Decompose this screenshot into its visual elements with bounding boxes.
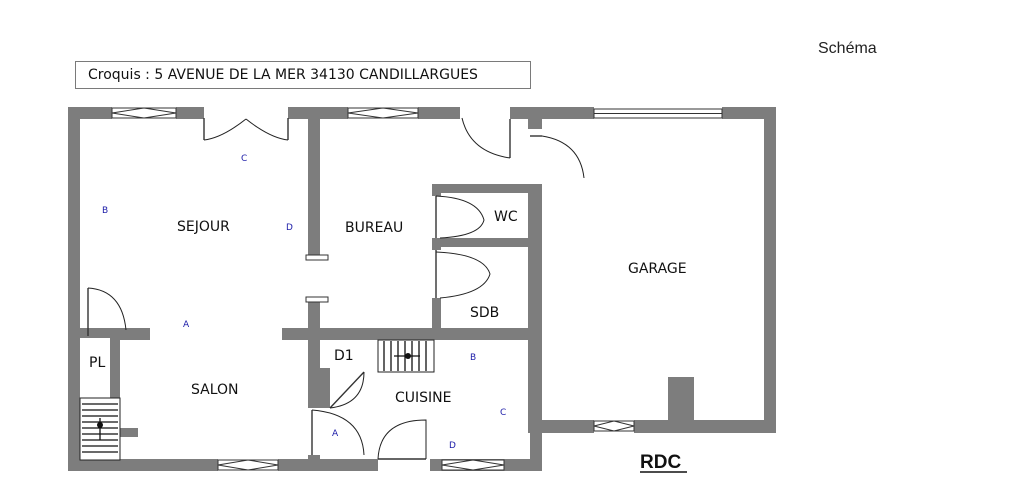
wall-top-4 bbox=[418, 107, 460, 119]
wall-wc-west-top bbox=[432, 184, 441, 196]
window-sejour-top bbox=[111, 107, 177, 119]
window-garage-bottom bbox=[593, 420, 635, 432]
wall-kitchen-north bbox=[282, 328, 542, 340]
marker-cuisine-b: B bbox=[470, 353, 476, 363]
room-label-cuisine: CUISINE bbox=[395, 390, 452, 406]
wall-top-1 bbox=[68, 107, 112, 119]
marker-cuisine-c: C bbox=[500, 408, 506, 418]
door-sdb bbox=[435, 250, 491, 299]
door-cuisine-left bbox=[311, 409, 365, 456]
room-label-sdb: SDB bbox=[470, 305, 499, 321]
wall-garage-west-top bbox=[528, 107, 542, 129]
window-garage-top bbox=[593, 108, 723, 119]
wall-stair-stub bbox=[110, 428, 138, 437]
door-pl bbox=[87, 287, 127, 336]
stairs-kitchen bbox=[377, 339, 435, 373]
doors bbox=[87, 117, 585, 460]
wall-garage-south-a bbox=[530, 420, 594, 433]
marker-cuisine-d: D bbox=[449, 441, 456, 451]
windows bbox=[111, 107, 723, 471]
wall-south-kitchen-a bbox=[308, 459, 378, 471]
wall-top-5 bbox=[510, 107, 594, 119]
wall-sdb-west-bottom bbox=[432, 298, 441, 340]
wall-sejour-bureau-low bbox=[308, 302, 320, 336]
room-label-salon: SALON bbox=[191, 382, 239, 398]
wall-markers: C B D A B C A D bbox=[102, 154, 506, 451]
marker-salon-a: A bbox=[183, 320, 190, 330]
wall-south-left bbox=[68, 459, 218, 471]
wall-west bbox=[68, 107, 80, 471]
room-labels: SEJOUR BUREAU WC GARAGE SDB PL SALON D1 … bbox=[89, 209, 687, 406]
wall-top-6 bbox=[722, 107, 776, 119]
door-cuisine-south bbox=[377, 419, 427, 460]
level-label: RDC bbox=[640, 452, 681, 473]
wall-wc-south bbox=[432, 238, 542, 247]
room-label-bureau: BUREAU bbox=[345, 220, 403, 236]
wall-sejour-bureau bbox=[308, 107, 320, 255]
marker-sejour-b: B bbox=[102, 206, 108, 216]
wall-sdb-west-top bbox=[432, 238, 441, 250]
wall-wc-north bbox=[432, 184, 542, 193]
wall-pl-north-stub bbox=[120, 328, 150, 340]
room-label-wc: WC bbox=[494, 209, 518, 225]
stairs-salon bbox=[79, 397, 121, 461]
room-label-d1: D1 bbox=[334, 348, 354, 364]
walls bbox=[68, 107, 776, 471]
page-label: Schéma bbox=[818, 40, 877, 57]
window-bureau-top bbox=[347, 107, 419, 119]
wall-garage-east bbox=[764, 107, 776, 433]
wall-d1-west-bottom bbox=[308, 455, 320, 471]
marker-sejour-d: D bbox=[286, 223, 293, 233]
garage-pillar bbox=[668, 377, 694, 433]
wall-pl-north bbox=[80, 328, 120, 338]
window-cuisine-bottom bbox=[441, 459, 505, 471]
wall-top-2 bbox=[176, 107, 204, 119]
wall-d1-west bbox=[308, 328, 320, 408]
wall-south-mid bbox=[278, 459, 308, 471]
wall-d1-east-stub bbox=[318, 368, 330, 408]
wall-garage-west bbox=[528, 184, 542, 433]
door-wc bbox=[435, 195, 485, 239]
door-sejour-french bbox=[203, 118, 289, 141]
room-label-garage: GARAGE bbox=[628, 261, 687, 277]
door-entrance bbox=[461, 117, 511, 159]
marker-sejour-c: C bbox=[241, 154, 247, 164]
wall-pl-east bbox=[110, 328, 120, 398]
wall-garage-south-b bbox=[634, 420, 776, 433]
sketch-title: Croquis : 5 AVENUE DE LA MER 34130 CANDI… bbox=[75, 61, 531, 89]
marker-cuisine-a: A bbox=[332, 429, 339, 439]
window-salon-bottom bbox=[217, 459, 279, 471]
door-garage bbox=[530, 135, 585, 179]
room-label-sejour: SEJOUR bbox=[177, 219, 230, 235]
door-d1 bbox=[329, 371, 365, 409]
room-label-pl: PL bbox=[89, 355, 105, 371]
